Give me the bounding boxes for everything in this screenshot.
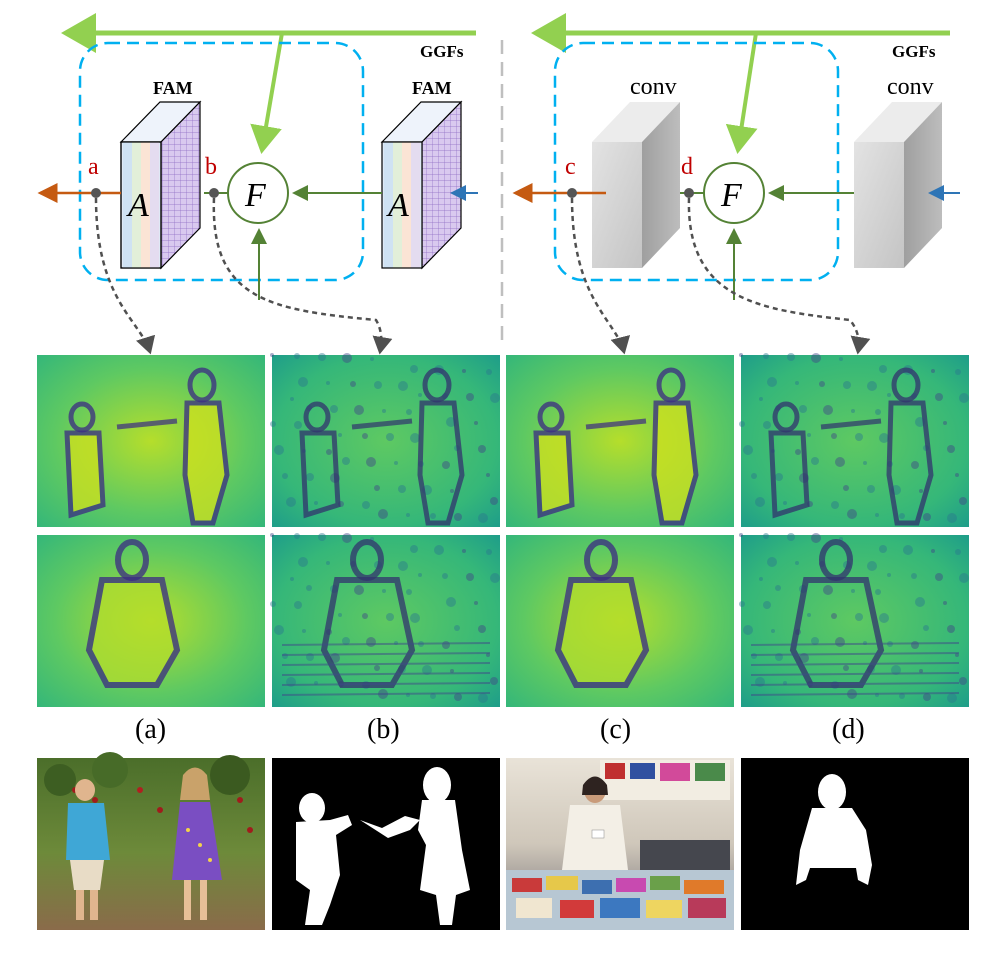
right-diagram: GGFs conv conv F c d [512,13,960,355]
feature-map-b-row2 [270,533,500,707]
feature-map-a-row1 [37,355,265,527]
tap-point-d [684,188,694,198]
fam-label-left: FAM [153,78,193,98]
mask-children [272,758,500,930]
conv-label-right: conv [887,74,934,100]
caption-d: (d) [832,714,865,745]
feature-map-d-row1 [739,353,969,527]
tap-label-c: c [565,154,576,180]
photo-book-table [506,758,734,930]
dashed-pointer-a [94,197,156,355]
feature-map-d-row2 [739,533,969,707]
conv-block-right [854,102,942,268]
dashed-pointer-c [570,197,631,355]
fam-glyph-left: A [126,187,149,224]
ggfs-label-left: GGFs [420,42,464,61]
ggfs-label-right: GGFs [892,42,936,61]
feature-map-c-row2 [506,535,734,707]
tap-label-a: a [88,154,99,180]
tap-point-a [91,188,101,198]
ggfs-drop-left [250,32,284,154]
mask-woman [741,758,969,930]
tap-point-b [209,188,219,198]
caption-c: (c) [600,714,631,745]
fusion-glyph-right: F [720,177,743,214]
conv-block-left [592,102,680,268]
tap-label-b: b [205,154,217,180]
dashed-module-box-right [553,41,840,282]
caption-a: (a) [135,714,166,745]
dashed-pointer-b [212,197,393,355]
caption-b: (b) [367,714,400,745]
feature-map-grid [37,353,969,707]
feature-map-a-row2 [37,535,265,707]
left-diagram: GGFs FAM A FAM A [37,13,478,355]
ggfs-drop-right [725,32,758,154]
tap-point-c [567,188,577,198]
fusion-glyph-left: F [244,177,267,214]
fam-label-right: FAM [412,78,452,98]
tap-label-d: d [681,154,693,180]
dashed-pointer-d [687,197,871,355]
feature-map-c-row1 [506,355,734,527]
dashed-module-box-left [78,41,365,282]
fam-glyph-right: A [386,187,409,224]
photo-children-orchard [37,752,265,930]
conv-label-left: conv [630,74,677,100]
feature-map-b-row1 [270,353,500,527]
fam-block-right [380,100,463,270]
fam-block-left [119,100,202,270]
